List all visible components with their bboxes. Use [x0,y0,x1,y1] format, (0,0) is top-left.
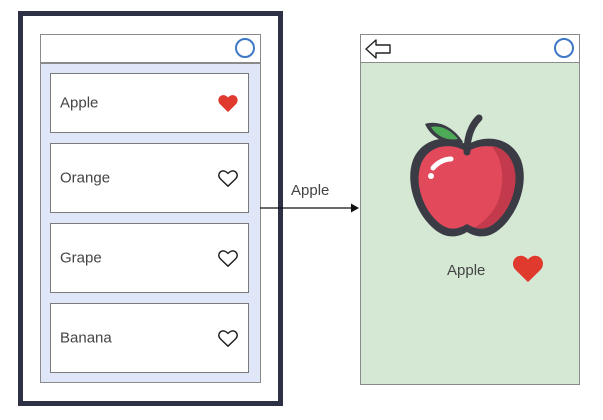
heart-filled-icon[interactable] [511,252,545,284]
heart-outline-icon[interactable] [217,248,239,268]
list-item[interactable]: Orange [50,143,249,213]
list-item-label: Orange [60,169,111,187]
menu-circle-button[interactable] [554,38,574,58]
list-item[interactable]: Banana [50,303,249,373]
apple-icon [410,114,524,237]
heart-outline-icon[interactable] [217,168,239,188]
list-item[interactable]: Grape [50,223,249,293]
detail-screen-top-bar [360,34,580,63]
back-arrow-icon[interactable] [364,38,392,60]
transition-label: Apple [291,182,330,199]
heart-outline-icon[interactable] [217,328,239,348]
list-item-label: Grape [60,249,102,267]
detail-fruit-name: Apple [447,262,486,279]
list-item[interactable]: Apple [50,73,249,133]
list-item-label: Apple [60,94,99,112]
heart-filled-icon[interactable] [217,93,239,113]
list-screen-top-bar [40,34,261,63]
navigation-arrow-icon [260,203,359,213]
menu-circle-button[interactable] [235,38,255,58]
list-item-label: Banana [60,329,112,347]
